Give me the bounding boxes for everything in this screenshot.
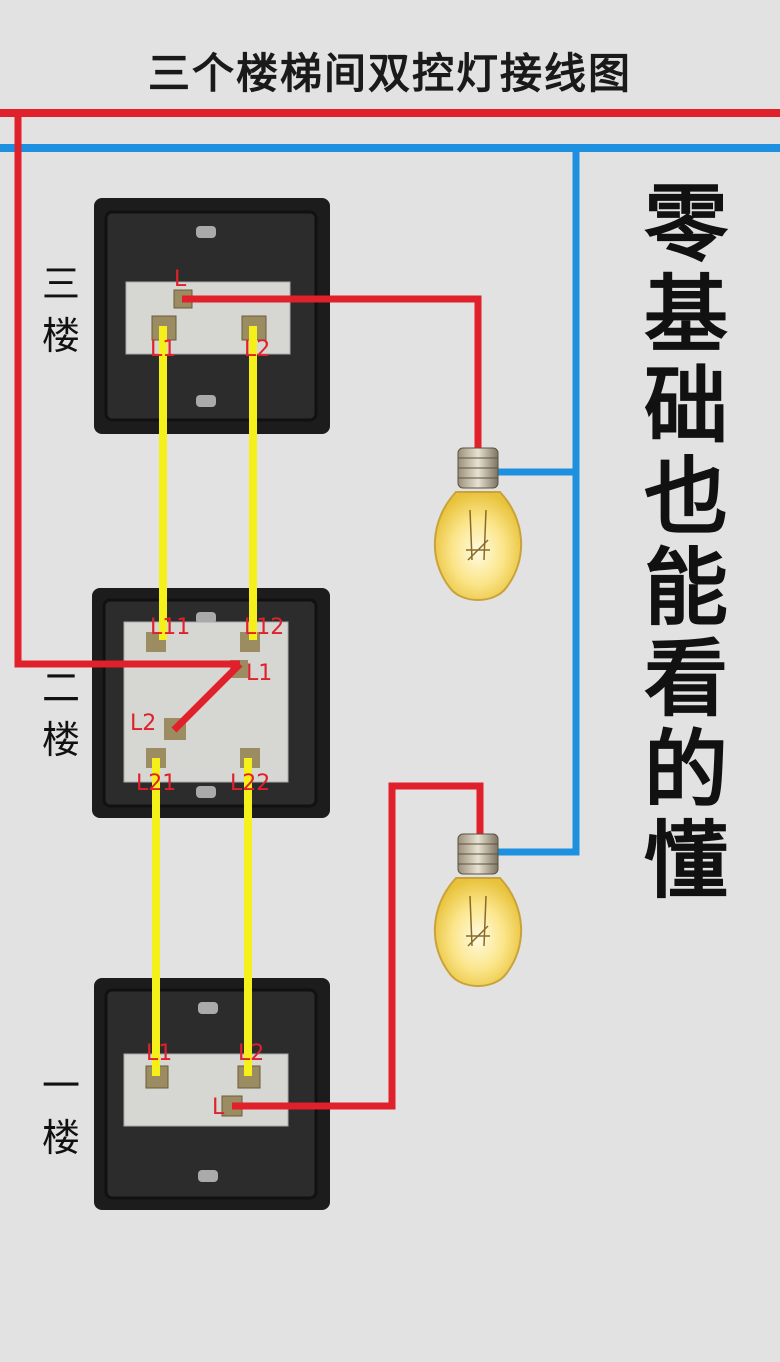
neutral-drop-wire <box>492 148 580 856</box>
first-floor-terminal-l1: L1 <box>146 1041 172 1066</box>
switch-second-floor <box>92 588 330 818</box>
first-floor-terminal-l2: L2 <box>238 1041 264 1066</box>
switch-first-floor <box>94 978 330 1210</box>
second-floor-terminal-l22: L22 <box>230 771 270 796</box>
second-floor-terminal-l2: L2 <box>130 711 156 736</box>
first-floor-to-lower-bulb-wire <box>232 782 484 1110</box>
second-floor-bridge-wire <box>171 661 243 733</box>
lower-light-bulb-icon <box>433 833 523 987</box>
upper-light-bulb-icon <box>433 447 523 601</box>
third-floor-to-upper-bulb-wire <box>182 295 482 452</box>
third-floor-terminal-l1: L1 <box>150 337 176 362</box>
first-floor-terminal-l: L <box>212 1095 225 1120</box>
second-floor-terminal-l1: L1 <box>246 661 272 686</box>
second-floor-terminal-l21: L21 <box>136 771 176 796</box>
switch-third-floor <box>94 198 330 434</box>
second-floor-terminal-l11: L11 <box>150 615 190 640</box>
live-feed-wire <box>14 113 240 668</box>
third-floor-terminal-l: L <box>174 267 187 292</box>
diagram-title: 三个楼梯间双控灯接线图 <box>147 49 632 98</box>
floor-label-third: 三 楼 <box>41 262 80 358</box>
second-floor-terminal-l12: L12 <box>244 615 284 640</box>
third-floor-terminal-l2: L2 <box>244 337 270 362</box>
floor-label-second: 二 楼 <box>41 666 80 762</box>
floor-label-first: 一 楼 <box>41 1064 80 1160</box>
side-slogan: 零 基 础 也 能 看 的 懂 <box>643 174 728 910</box>
